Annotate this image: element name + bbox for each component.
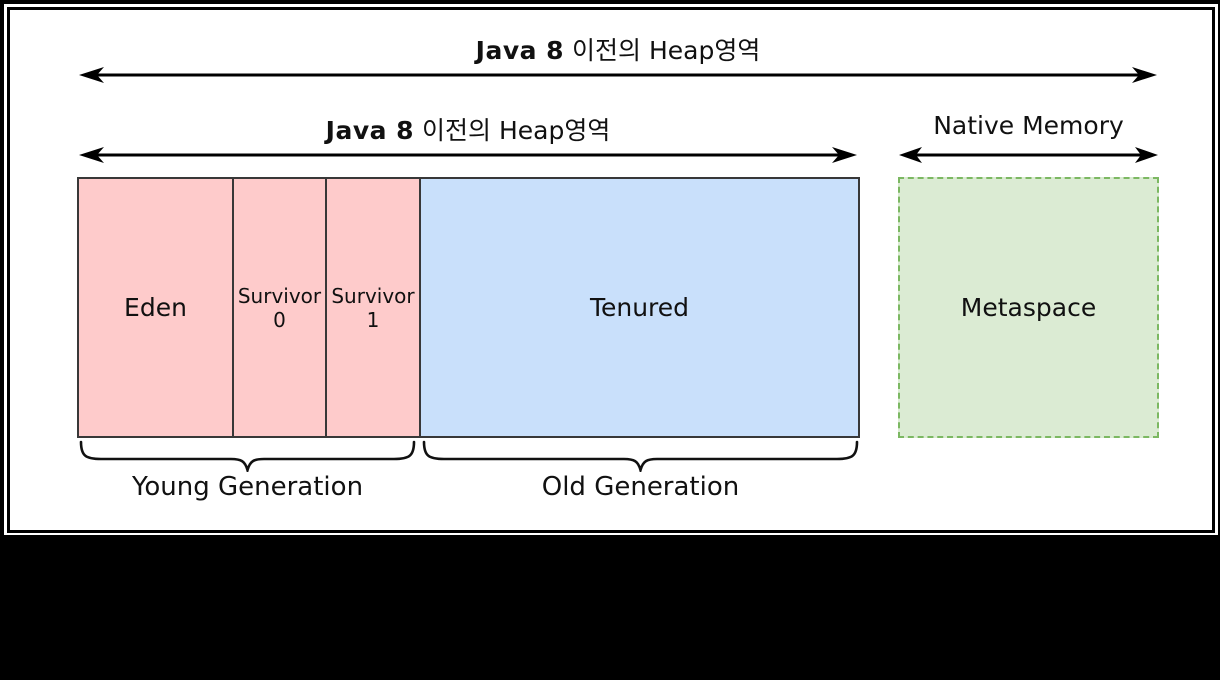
region-tenured-label: Tenured xyxy=(589,293,690,322)
heap-span-title: Java 8 이전의 Heap영역 xyxy=(78,111,858,147)
heap-span-title-bold: Java 8 xyxy=(325,116,415,145)
top-double-arrow xyxy=(79,67,1157,83)
region-metaspace: Metaspace xyxy=(898,177,1159,438)
top-span-title-bold: Java 8 xyxy=(475,36,565,65)
region-eden: Eden xyxy=(77,177,234,438)
region-survivor1-label-line1: Survivor xyxy=(331,283,415,308)
old-generation-brace xyxy=(422,440,859,472)
region-survivor0: Survivor 0 xyxy=(232,177,327,438)
region-survivor1: Survivor 1 xyxy=(325,177,421,438)
region-tenured: Tenured xyxy=(419,177,860,438)
native-memory-double-arrow xyxy=(899,147,1158,163)
heap-double-arrow xyxy=(79,147,857,163)
region-metaspace-label: Metaspace xyxy=(960,293,1097,322)
native-memory-title: Native Memory xyxy=(933,111,1124,140)
region-survivor1-label-line2: 1 xyxy=(366,307,380,332)
diagram-border-frame xyxy=(7,7,1215,533)
top-span-title: Java 8 이전의 Heap영역 xyxy=(78,31,1158,67)
region-eden-label: Eden xyxy=(124,293,187,322)
heap-span-title-rest: 이전의 Heap영역 xyxy=(414,116,611,145)
young-generation-label: Young Generation xyxy=(131,472,364,502)
top-span-title-rest: 이전의 Heap영역 xyxy=(564,36,761,65)
region-survivor0-label-line1: Survivor xyxy=(237,283,322,308)
young-generation-brace xyxy=(79,440,416,472)
old-generation-label: Old Generation xyxy=(541,472,740,502)
region-survivor0-label-line2: 0 xyxy=(273,307,286,332)
